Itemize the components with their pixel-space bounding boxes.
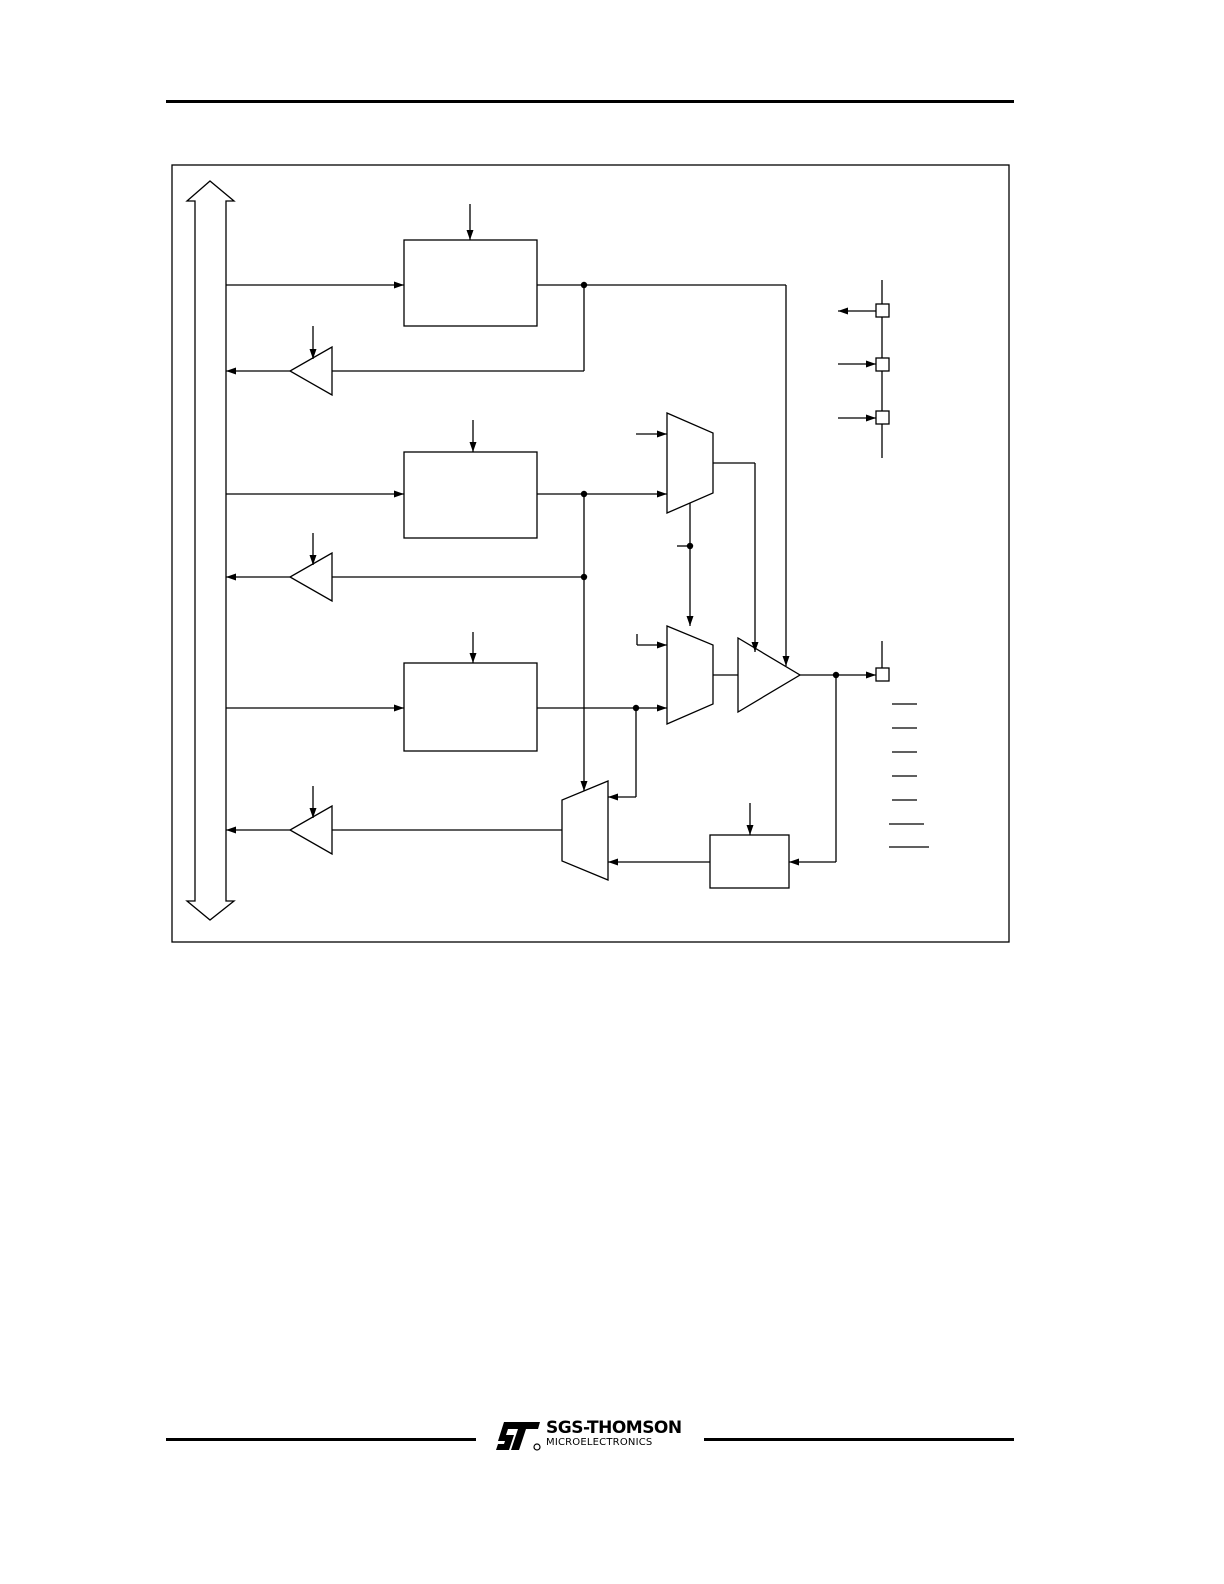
logo-sub-text: MICROELECTRONICS — [546, 1437, 653, 1448]
register-block-3 — [403, 662, 538, 752]
buffer-triangle-2 — [288, 551, 333, 603]
footer-rule-left — [166, 1438, 476, 1441]
st-logo: SGS-THOMSON MICROELECTRONICS — [494, 1418, 694, 1454]
pin-square-3 — [875, 410, 890, 425]
junction-dot — [580, 490, 588, 498]
register-block-4 — [709, 834, 790, 889]
junction-dot — [632, 704, 640, 712]
logo-brand-text: SGS-THOMSON — [546, 1418, 682, 1438]
buffer-triangle-3 — [288, 804, 333, 856]
header-rule — [166, 100, 1014, 103]
multiplexer-3 — [561, 780, 609, 881]
multiplexer-2 — [666, 625, 714, 725]
footer-rule-right — [704, 1438, 1014, 1441]
junction-dot — [580, 281, 588, 289]
junction-dot — [580, 573, 588, 581]
buffer-triangle-1 — [288, 345, 333, 397]
pin-square-2 — [875, 357, 890, 372]
output-buffer-triangle — [737, 636, 802, 714]
pin-square-output — [875, 667, 890, 682]
junction-dot — [686, 542, 694, 550]
diagram-frame — [171, 164, 1010, 943]
junction-dot — [832, 671, 840, 679]
register-block-1 — [403, 239, 538, 327]
pin-square-1 — [875, 303, 890, 318]
data-bus-arrow — [185, 180, 236, 921]
register-block-2 — [403, 451, 538, 539]
st-logo-icon — [496, 1422, 541, 1451]
multiplexer-1 — [666, 412, 714, 514]
